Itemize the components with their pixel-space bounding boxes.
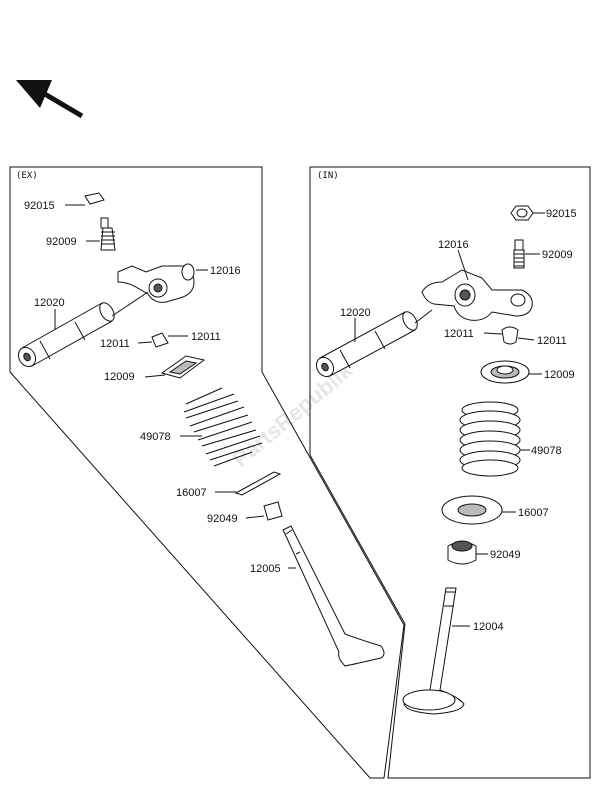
ex-collet-12011	[137, 332, 188, 348]
in-label-92009: 92009	[542, 249, 573, 261]
in-nut-92015	[510, 205, 545, 221]
in-label-12011-right: 12011	[537, 335, 567, 347]
in-valve-12004	[402, 587, 470, 715]
in-rocker-arm-12016	[421, 249, 533, 321]
ex-label-16007: 16007	[176, 487, 207, 499]
ex-label-12011-left: 12011	[100, 338, 130, 350]
ex-retainer-12009	[144, 355, 206, 379]
ex-label-92049: 92049	[207, 513, 238, 525]
in-label-16007: 16007	[518, 507, 549, 519]
ex-label-92015: 92015	[24, 200, 55, 212]
in-collet-12011	[483, 326, 535, 345]
ex-valve-12005	[282, 525, 385, 667]
ex-label-12009: 12009	[104, 371, 135, 383]
in-label-12009: 12009	[544, 369, 575, 381]
watermark-text: PartsRepublik	[228, 357, 358, 472]
in-section-frame	[309, 166, 591, 779]
ex-seal-92049	[245, 501, 283, 521]
ex-rocker-shaft-12020	[17, 291, 149, 368]
ex-spring-49078	[180, 387, 263, 467]
in-label-12004: 12004	[473, 621, 504, 633]
ex-label-12020: 12020	[34, 297, 65, 309]
ex-section-title: (EX)	[16, 171, 38, 181]
direction-arrow-icon	[16, 80, 84, 119]
in-rocker-shaft-12020	[315, 309, 433, 378]
in-section-title: (IN)	[317, 171, 339, 181]
ex-label-49078: 49078	[140, 431, 171, 443]
in-label-12020: 12020	[340, 307, 371, 319]
in-label-49078: 49078	[531, 445, 562, 457]
ex-label-12016: 12016	[210, 265, 241, 277]
in-washer-16007	[441, 495, 516, 525]
in-seal-92049	[447, 540, 488, 565]
ex-label-92009: 92009	[46, 236, 77, 248]
in-label-92049: 92049	[490, 549, 521, 561]
ex-nut-92015	[65, 192, 105, 206]
in-label-92015: 92015	[546, 208, 577, 220]
ex-section-frame	[9, 166, 405, 779]
ex-label-12005: 12005	[250, 563, 281, 575]
in-label-12016: 12016	[438, 239, 469, 251]
in-label-12011-left: 12011	[444, 328, 474, 340]
ex-label-12011-right: 12011	[191, 331, 221, 343]
ex-washer-16007	[215, 471, 282, 496]
in-screw-92009	[513, 239, 540, 269]
in-spring-49078	[459, 401, 530, 477]
ex-screw-92009	[86, 217, 116, 251]
ex-rocker-arm-12016	[117, 263, 208, 303]
in-retainer-12009	[480, 360, 542, 384]
